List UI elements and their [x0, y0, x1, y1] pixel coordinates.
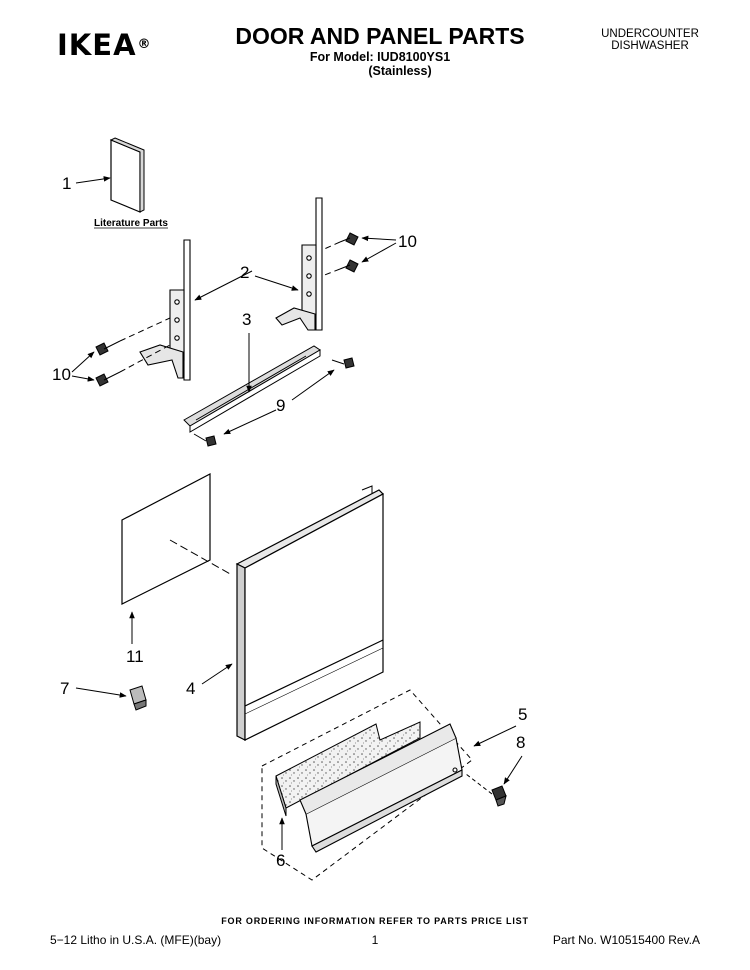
- leader-line: [254, 275, 299, 291]
- ordering-info: FOR ORDERING INFORMATION REFER TO PARTS …: [221, 916, 529, 926]
- page-title: DOOR AND PANEL PARTS: [235, 23, 525, 49]
- product-type-line-1: UNDERCOUNTER: [601, 28, 699, 40]
- model-variant: (Stainless): [368, 64, 432, 78]
- leader-line: [223, 409, 277, 435]
- callout-6: 6: [276, 851, 285, 870]
- toe-panel-assembly-outline: [261, 689, 473, 881]
- leader-line: [473, 725, 517, 747]
- leader-line: [503, 755, 523, 785]
- brand-name: IKEA: [57, 28, 137, 62]
- assembly-line: [119, 317, 171, 342]
- leader-line: [75, 176, 111, 184]
- callout-4: 4: [186, 679, 195, 698]
- hinge-screws-left: [95, 340, 121, 387]
- assembly-line: [321, 268, 341, 277]
- callout-1: 1: [62, 174, 71, 193]
- leader-line: [291, 369, 335, 401]
- leader-line: [71, 351, 95, 373]
- left-hinge-bracket: [139, 239, 191, 381]
- leader-line: [361, 235, 397, 242]
- literature-book: [109, 137, 145, 213]
- door-insulation-panel: [121, 473, 211, 605]
- callout-10-left: 10: [52, 365, 71, 384]
- callout-10-right: 10: [398, 232, 417, 251]
- exploded-parts-diagram: 1 Literature Parts 2 10: [52, 137, 527, 881]
- document-part-number: Part No. W10515400 Rev.A: [552, 933, 700, 947]
- callout-2: 2: [240, 263, 249, 282]
- right-hinge-bracket: [275, 197, 323, 331]
- page-number: 1: [371, 933, 379, 947]
- outer-door-panel: [235, 485, 384, 741]
- model-line: For Model: IUD8100YS1: [309, 50, 451, 64]
- leader-line: [194, 270, 253, 301]
- callout-7: 7: [60, 679, 69, 698]
- callout-5: 5: [518, 705, 527, 724]
- toe-kick-panel: [299, 723, 463, 853]
- leader-line: [201, 663, 233, 685]
- registered-mark: ®: [137, 37, 152, 52]
- leader-line: [71, 375, 95, 382]
- leader-line: [361, 242, 397, 263]
- door-trim-rail: [183, 345, 321, 433]
- callout-11: 11: [126, 647, 144, 666]
- door-clip: [129, 685, 147, 711]
- toe-panel-insulation: [275, 721, 421, 817]
- product-type-line-2: DISHWASHER: [611, 40, 689, 52]
- brand-logo: IKEA®: [57, 30, 152, 60]
- literature-parts-label: Literature Parts: [94, 218, 168, 229]
- leader-line: [75, 687, 127, 698]
- litho-info: 5−12 Litho in U.S.A. (MFE)(bay): [50, 933, 222, 947]
- toe-panel-screw: [465, 773, 507, 807]
- assembly-line: [321, 241, 341, 251]
- callout-3: 3: [242, 310, 251, 329]
- rail-screws: [193, 357, 355, 447]
- callout-8: 8: [516, 733, 525, 752]
- hinge-screws-right: [339, 232, 359, 273]
- callout-9: 9: [276, 396, 285, 415]
